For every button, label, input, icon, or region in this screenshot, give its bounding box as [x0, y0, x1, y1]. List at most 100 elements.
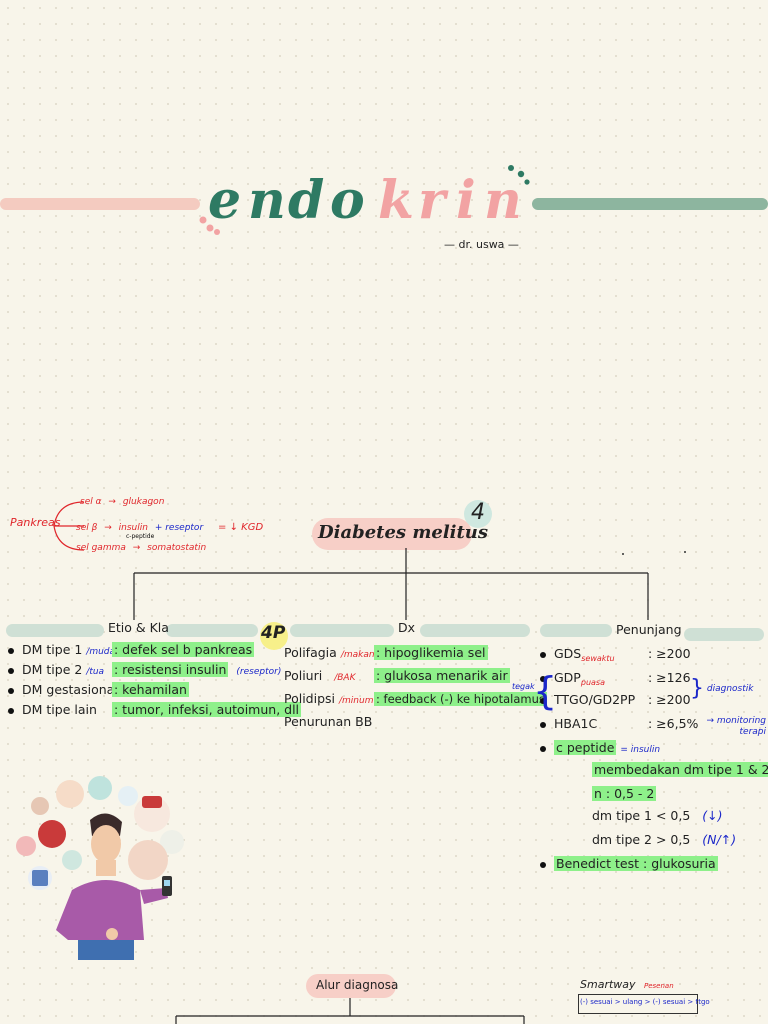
bullet-icon — [540, 697, 546, 704]
dx-note: /minum — [339, 696, 374, 706]
bullet-icon — [8, 667, 14, 674]
arrow-icon: → — [104, 523, 112, 533]
count-badge-value: 4 — [471, 500, 485, 525]
dx-desc-text: : glukosa menarik air — [374, 668, 510, 683]
column-pill — [6, 624, 104, 637]
gamma-cell-label: sel gamma — [76, 543, 126, 553]
etio-desc: : resistensi insulin (reseptor) — [112, 662, 281, 677]
decor-dot — [684, 551, 686, 553]
alur-pill — [306, 974, 396, 998]
column-pill — [684, 628, 764, 641]
etio-desc-text: : tumor, infeksi, autoimun, dll — [112, 702, 302, 717]
smartway-text: (-) sesuai > ulang > (-) sesuai > ttgo — [580, 998, 710, 1006]
bullet-icon — [540, 745, 546, 752]
dm2-label: dm tipe 2 > 0,5 — [592, 832, 691, 847]
monitoring-note: → monitoring terapi — [706, 716, 766, 737]
etio-desc: : defek sel b pankreas — [112, 642, 255, 657]
badge-4p-value: 4P — [261, 623, 286, 643]
bullet-icon — [540, 721, 546, 728]
smartway-box — [578, 994, 698, 1014]
etio-desc: : kehamilan — [112, 682, 189, 697]
pancreas-label: Pankreas — [10, 516, 61, 529]
beta-cell: sel β → insulin + reseptor = ↓ KGD — [76, 522, 263, 533]
title-bar-left — [0, 198, 200, 210]
alpha-cell: sel α → glukagon — [80, 497, 164, 507]
badge-4p: 4P — [260, 622, 288, 650]
test-value: : ≥126 — [648, 670, 691, 685]
tree-connector — [133, 548, 649, 620]
title-letter: o — [330, 170, 365, 231]
decorative-dots-icon — [199, 216, 220, 235]
gamma-cell: sel gamma → somatostatin — [76, 543, 206, 553]
title-letter: r — [418, 170, 446, 231]
beta-cell-label: sel β — [76, 523, 98, 533]
dm1-note: (↓) — [702, 808, 723, 823]
dm2-note: (N/↑) — [702, 832, 737, 847]
etio-desc-text: : kehamilan — [112, 682, 189, 697]
column-pill — [540, 624, 612, 637]
list-item: DM tipe lain — [8, 702, 97, 717]
test-name: HBA1C — [554, 716, 598, 731]
alur-connector — [175, 998, 525, 1024]
benedict-text: Benedict test : glukosuria — [554, 856, 718, 871]
bullet-icon — [540, 675, 546, 682]
test-value: : ≥200 — [648, 692, 691, 707]
etio-desc-text: : resistensi insulin — [112, 662, 229, 677]
decorative-dots-icon — [508, 165, 530, 185]
title-letter: i — [456, 170, 476, 231]
column-penunjang: Penunjang — [616, 622, 682, 637]
dx-desc: : feedback (-) ke hipotalamus — [374, 691, 547, 706]
dx-term: Penurunan BB — [284, 714, 373, 729]
bullet-icon — [540, 861, 546, 868]
dm2-line: dm tipe 2 > 0,5 (N/↑) — [592, 832, 736, 847]
list-item: DM tipe 2 /tua — [8, 662, 104, 677]
column-dx: Dx — [398, 620, 416, 635]
dx-term: Polidipsi — [284, 691, 336, 706]
main-title: Diabetes melitus — [318, 522, 489, 543]
test-sub: sewaktu — [581, 654, 615, 663]
etio-type: DM tipe 1 — [22, 642, 83, 657]
pancreas-brace — [53, 501, 85, 551]
etio-note: /muda — [86, 647, 116, 657]
test-name: GDP — [554, 670, 581, 685]
test-item: GDPpuasa — [540, 670, 605, 687]
cpeptide-label: c peptide — [554, 740, 617, 755]
etio-type: DM gestasional — [22, 682, 118, 697]
test-name: GDS — [554, 646, 582, 661]
cpeptide-line: n : 0,5 - 2 — [592, 786, 657, 801]
etio-desc: : tumor, infeksi, autoimun, dll — [112, 702, 302, 717]
gamma-hormone: somatostatin — [147, 543, 207, 553]
brace-icon: { — [533, 669, 558, 713]
dm1-label: dm tipe 1 < 0,5 — [592, 808, 691, 823]
column-pill — [420, 624, 530, 637]
decor-dot — [622, 553, 624, 555]
count-badge: 4 — [464, 500, 492, 528]
bullet-icon — [8, 647, 14, 654]
test-value: : ≥200 — [648, 646, 691, 661]
author: — dr. uswa — — [444, 238, 519, 251]
dx-item: Poliuri /BAK — [284, 668, 355, 683]
alur-title: Alur diagnosa — [316, 978, 399, 992]
cpeptide-line-text: n : 0,5 - 2 — [592, 786, 657, 801]
cpeptide-line: membedakan dm tipe 1 & 2 — [592, 762, 768, 777]
cpeptide-subnote: c-peptide — [126, 533, 155, 540]
test-item: TTGO/GD2PP — [540, 692, 635, 707]
cpeptide-line-text: membedakan dm tipe 1 & 2 — [592, 762, 768, 777]
dx-desc-text: : feedback (-) ke hipotalamus — [374, 692, 547, 706]
etio-desc-text: : defek sel b pankreas — [112, 642, 255, 657]
etio-type: DM tipe 2 — [22, 662, 83, 677]
title-letter: d — [288, 170, 325, 231]
test-item: HBA1C — [540, 716, 597, 731]
beta-hormone: insulin — [118, 523, 148, 533]
etio-note: /tua — [86, 667, 105, 677]
dx-desc: : hipoglikemia sel — [374, 645, 488, 660]
dx-term: Polifagia — [284, 645, 337, 660]
brace-icon: } — [690, 676, 704, 701]
dm1-line: dm tipe 1 < 0,5 (↓) — [592, 808, 723, 823]
main-title-pill — [312, 518, 472, 550]
column-pill — [290, 624, 394, 637]
dx-desc-text: : hipoglikemia sel — [374, 645, 488, 660]
test-sub: puasa — [580, 678, 605, 687]
etio-type: DM tipe lain — [22, 702, 97, 717]
dx-item: Penurunan BB — [284, 714, 372, 729]
